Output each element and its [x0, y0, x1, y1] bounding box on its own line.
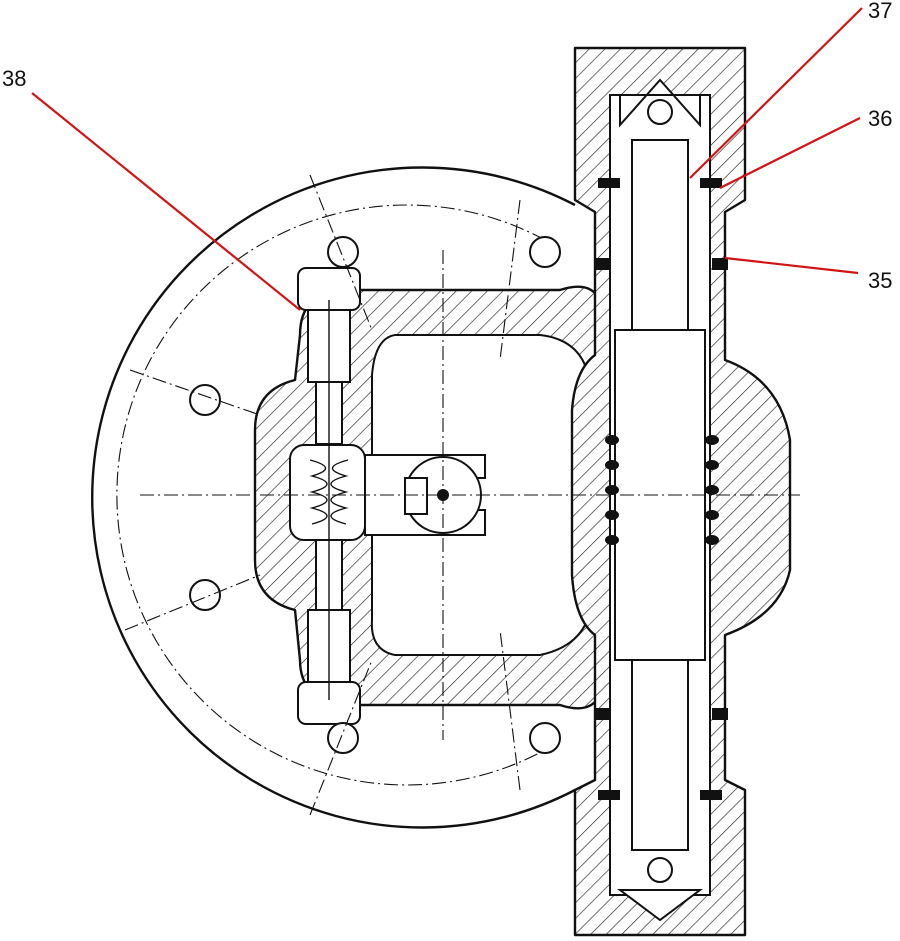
flange	[91, 166, 576, 829]
center-lines	[124, 174, 800, 816]
leader-36	[719, 117, 861, 189]
bolt-holes	[189, 236, 561, 754]
callout-38: 38	[2, 66, 26, 91]
spool	[605, 78, 719, 922]
pilot-valve-left	[289, 267, 366, 725]
leader-38	[31, 92, 301, 311]
leader-35	[724, 256, 859, 275]
callout-36: 36	[868, 106, 892, 131]
seals	[595, 178, 728, 800]
spring-coils	[605, 435, 719, 545]
callout-37: 37	[868, 0, 892, 23]
callout-35: 35	[868, 268, 892, 293]
leader-lines	[31, 7, 863, 311]
leader-37	[689, 7, 863, 179]
